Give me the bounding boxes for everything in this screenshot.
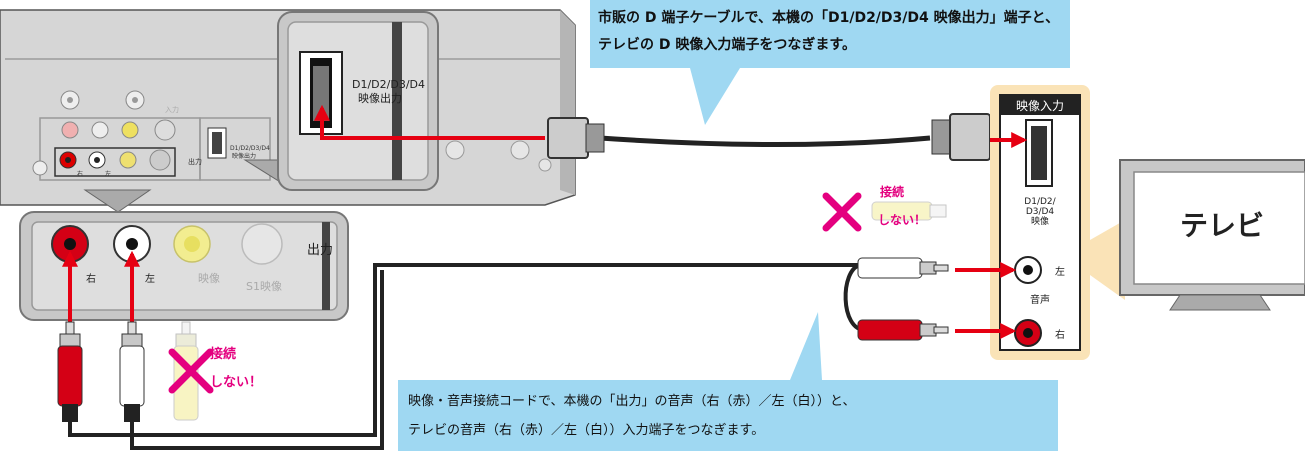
d-cable [599,135,931,147]
no-connect-mark-bottom: 接続 しない！ [168,346,262,394]
no-connect-mark-top: 接続 しない！ [822,184,926,232]
zoom-video-label: 映像 [198,272,220,285]
d-plug-recorder-side [547,117,605,159]
white-plug-right [857,257,949,279]
small-d-label-1: D1/D2/D3/D4 [230,145,270,152]
zoom-right-label: 右 [86,272,96,285]
no-connect-bottom-line1: 接続 [210,346,236,362]
tv-audio-label: 音声 [1030,293,1050,306]
no-connect-top-line1: 接続 [880,184,904,199]
zoom-output-panel: 右 左 映像 S1映像 出力 [19,211,349,321]
zoom-d-label-1: D1/D2/D3/D4 [352,78,425,91]
zoom-output-label: 出力 [307,243,333,258]
small-input-label: 入力 [165,105,179,114]
small-d-terminal: D1/D2/D3/D4 映像出力 [207,127,270,160]
tv-red-right-jack [1014,319,1042,347]
callout-bottom: 映像・音声接続コードで、本機の「出力」の音声（右（赤）／左（白））と、 テレビの… [398,312,1058,451]
tv-white-left-jack [1014,256,1042,284]
tv-set: テレビ [1119,159,1305,311]
arrow-d-to-recorder [314,104,545,140]
d-plug-tv-side [931,113,991,161]
small-jack-row-1 [60,90,176,141]
callout-top-line2: テレビの D 映像入力端子をつなぎます。 [598,36,856,53]
tv-right-label: 右 [1055,328,1065,341]
white-plug-left [119,321,145,422]
zoom-s1-label: S1映像 [246,280,282,293]
small-output-jacks: 右 左 出力 [54,147,202,178]
tv-d-label-1: D1/D2/ [1024,197,1056,207]
small-right-label: 右 [77,170,83,178]
callout-bottom-line2: テレビの音声（右（赤）／左（白））入力端子をつなぎます。 [408,422,764,438]
callout-bottom-line1: 映像・音声接続コードで、本機の「出力」の音声（右（赤）／左（白））と、 [408,393,855,409]
zoom-d-terminal: D1/D2/D3/D4 映像出力 [277,11,439,191]
small-output-label: 出力 [188,157,202,166]
tv-d-label-3: 映像 [1031,215,1049,227]
small-left-label: 左 [105,170,111,178]
callout-top: 市販の D 端子ケーブルで、本機の「D1/D2/D3/D4 映像出力」端子と、 … [590,0,1070,125]
no-connect-bottom-line2: しない！ [210,375,262,390]
tv-d-label-2: D3/D4 [1026,207,1055,217]
callout-top-line1: 市販の D 端子ケーブルで、本機の「D1/D2/D3/D4 映像出力」端子と、 [598,9,1059,26]
red-plug-left [57,321,83,422]
tv-panel-header: 映像入力 [1016,99,1064,113]
zoom-left-label: 左 [145,272,155,285]
no-connect-top-line2: しない！ [878,213,926,227]
white-left-jack [113,225,151,263]
tv-input-panel: 映像入力 D1/D2/ D3/D4 映像 左 音声 右 [990,85,1090,360]
small-d-label-2: 映像出力 [232,152,256,160]
zoom-d-label-2: 映像出力 [358,91,402,105]
tv-label: テレビ [1180,209,1264,242]
tv-left-label: 左 [1055,265,1065,278]
yellow-plug-right [871,201,947,221]
red-plug-right [857,319,949,341]
